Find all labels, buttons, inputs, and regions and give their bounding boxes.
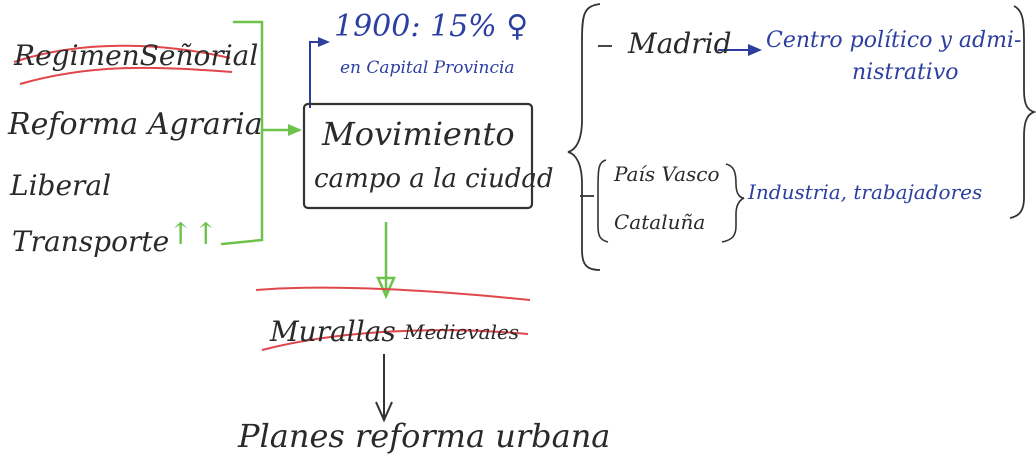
center-box-frame bbox=[302, 102, 534, 210]
cataluna-label: Cataluña bbox=[614, 210, 706, 234]
cause-liberal: Liberal bbox=[10, 169, 112, 202]
pais-vasco-label: País Vasco bbox=[614, 162, 720, 186]
note-capital-provincia: en Capital Provincia bbox=[340, 58, 515, 78]
cause-regimen-senorial: RegimenSeñorial bbox=[14, 39, 259, 72]
right-brace bbox=[567, 3, 601, 271]
red-strike-murallas bbox=[255, 286, 531, 301]
madrid-desc-line2: nistrativo bbox=[852, 60, 959, 85]
note-1900: 1900: 15% ♀ bbox=[334, 9, 529, 44]
blue-arrowhead-madrid bbox=[748, 44, 762, 56]
madrid-desc-line1: Centro político y admi- bbox=[766, 28, 1022, 53]
red-strike-regimen-2 bbox=[19, 66, 233, 85]
far-right-brace bbox=[1009, 5, 1036, 219]
green-arrowhead-down bbox=[376, 276, 396, 300]
planes-reforma-urbana: Planes reforma urbana bbox=[238, 417, 611, 455]
box-movimiento: Movimiento bbox=[322, 115, 515, 153]
green-arrowhead-right bbox=[288, 124, 302, 136]
medievales-label: Medievales bbox=[404, 320, 520, 344]
dark-arrowhead-down bbox=[375, 401, 393, 423]
box-campo-ciudad: campo a la ciudad bbox=[314, 164, 554, 194]
inner-brace-left bbox=[597, 159, 609, 243]
transporte-up-arrows: ↑↑ bbox=[168, 217, 219, 252]
blue-connector bbox=[309, 41, 326, 108]
red-strike-regimen bbox=[13, 44, 231, 63]
red-strike-murallas-2 bbox=[261, 329, 529, 351]
cause-transporte: Transporte bbox=[12, 225, 170, 258]
murallas-label: Murallas bbox=[270, 315, 396, 348]
blue-arrowhead bbox=[318, 37, 330, 47]
cause-reforma-agraria: Reforma Agraria bbox=[8, 107, 263, 142]
industria-trabajadores: Industria, trabajadores bbox=[748, 180, 983, 204]
inner-brace-right bbox=[721, 163, 745, 243]
madrid-label: Madrid bbox=[628, 27, 732, 60]
